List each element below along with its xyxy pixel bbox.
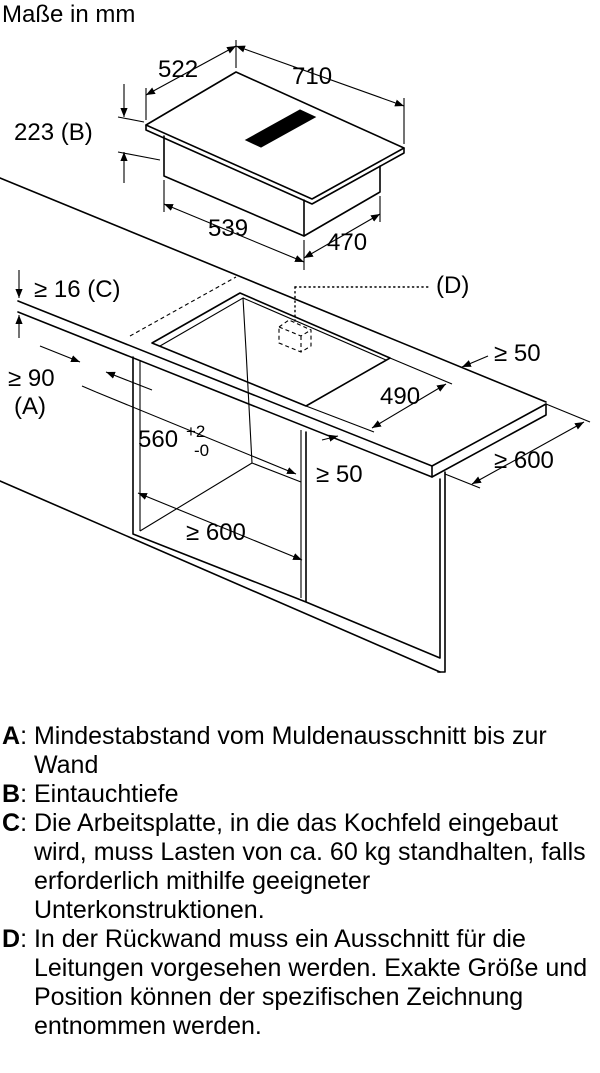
dim-box-width: 539 xyxy=(208,215,248,242)
dim-wall-distance-value: ≥ 90 xyxy=(8,365,55,392)
worktop-top xyxy=(17,300,547,467)
cabinet-inner xyxy=(139,360,302,598)
dim-cabinet-depth: ≥ 600 xyxy=(494,447,554,474)
legend-text: Die Arbeitsplatte, in die das Kochfeld e… xyxy=(33,809,586,924)
dim-cutout-tol-minus: -0 xyxy=(194,441,209,460)
legend-text: Eintauchtiefe xyxy=(33,780,179,808)
dim-worktop-thickness: ≥ 16 (C) xyxy=(34,276,121,303)
legend-key: B xyxy=(2,780,21,808)
legend-key: A xyxy=(2,722,21,750)
worktop-front xyxy=(17,311,547,478)
dim-cutout-tol-plus: +2 xyxy=(186,422,205,441)
dim-hob-width: 710 xyxy=(292,63,332,90)
dim-front-distance: ≥ 50 xyxy=(316,461,363,488)
dim-side-distance-top: ≥ 50 xyxy=(494,340,541,367)
legend: A: Mindestabstand vom Muldenausschnitt b… xyxy=(2,722,598,1041)
cabinet-body xyxy=(132,356,446,673)
installation-diagram: Maße in mm 522 710 223 (B) 539 470 xyxy=(0,1,591,673)
dim-cutout-depth: 490 xyxy=(380,383,420,410)
legend-key: D xyxy=(2,925,21,953)
dim-box-depth: 470 xyxy=(327,229,367,256)
legend-item-b: B: Eintauchtiefe xyxy=(2,780,598,809)
units-title: Maße in mm xyxy=(2,1,135,28)
dim-wall-distance-label: (A) xyxy=(14,393,46,420)
legend-text: Mindestabstand vom Muldenausschnitt bis … xyxy=(33,722,547,779)
legend-key: C xyxy=(2,809,21,837)
legend-text: In der Rückwand muss ein Ausschnitt für … xyxy=(33,925,588,1040)
label-d: (D) xyxy=(436,272,469,299)
dim-hob-depth: 522 xyxy=(158,56,198,83)
extractor-slot xyxy=(244,109,317,148)
dim-cutout-width: 560 xyxy=(138,426,178,453)
hob-glass-edge xyxy=(145,124,405,205)
legend-item-c: C: Die Arbeitsplatte, in die das Kochfel… xyxy=(2,809,598,925)
wall-top-edge xyxy=(0,177,547,403)
cutout-inner xyxy=(159,297,387,464)
dim-immersion-depth: 223 (B) xyxy=(14,119,93,146)
wall-cutout-d xyxy=(278,319,312,353)
hob-drawing: 522 710 223 (B) 539 470 xyxy=(14,40,405,270)
legend-item-d: D: In der Rückwand muss ein Ausschnitt f… xyxy=(2,925,598,1041)
cabinet-drawing: ≥ 16 (C) (D) ≥ 90 (A) 560 +2 -0 ≥ 50 490… xyxy=(0,177,591,673)
wall-bottom-edge xyxy=(0,480,441,673)
legend-item-a: A: Mindestabstand vom Muldenausschnitt b… xyxy=(2,722,598,780)
dim-cabinet-width: ≥ 600 xyxy=(186,519,246,546)
